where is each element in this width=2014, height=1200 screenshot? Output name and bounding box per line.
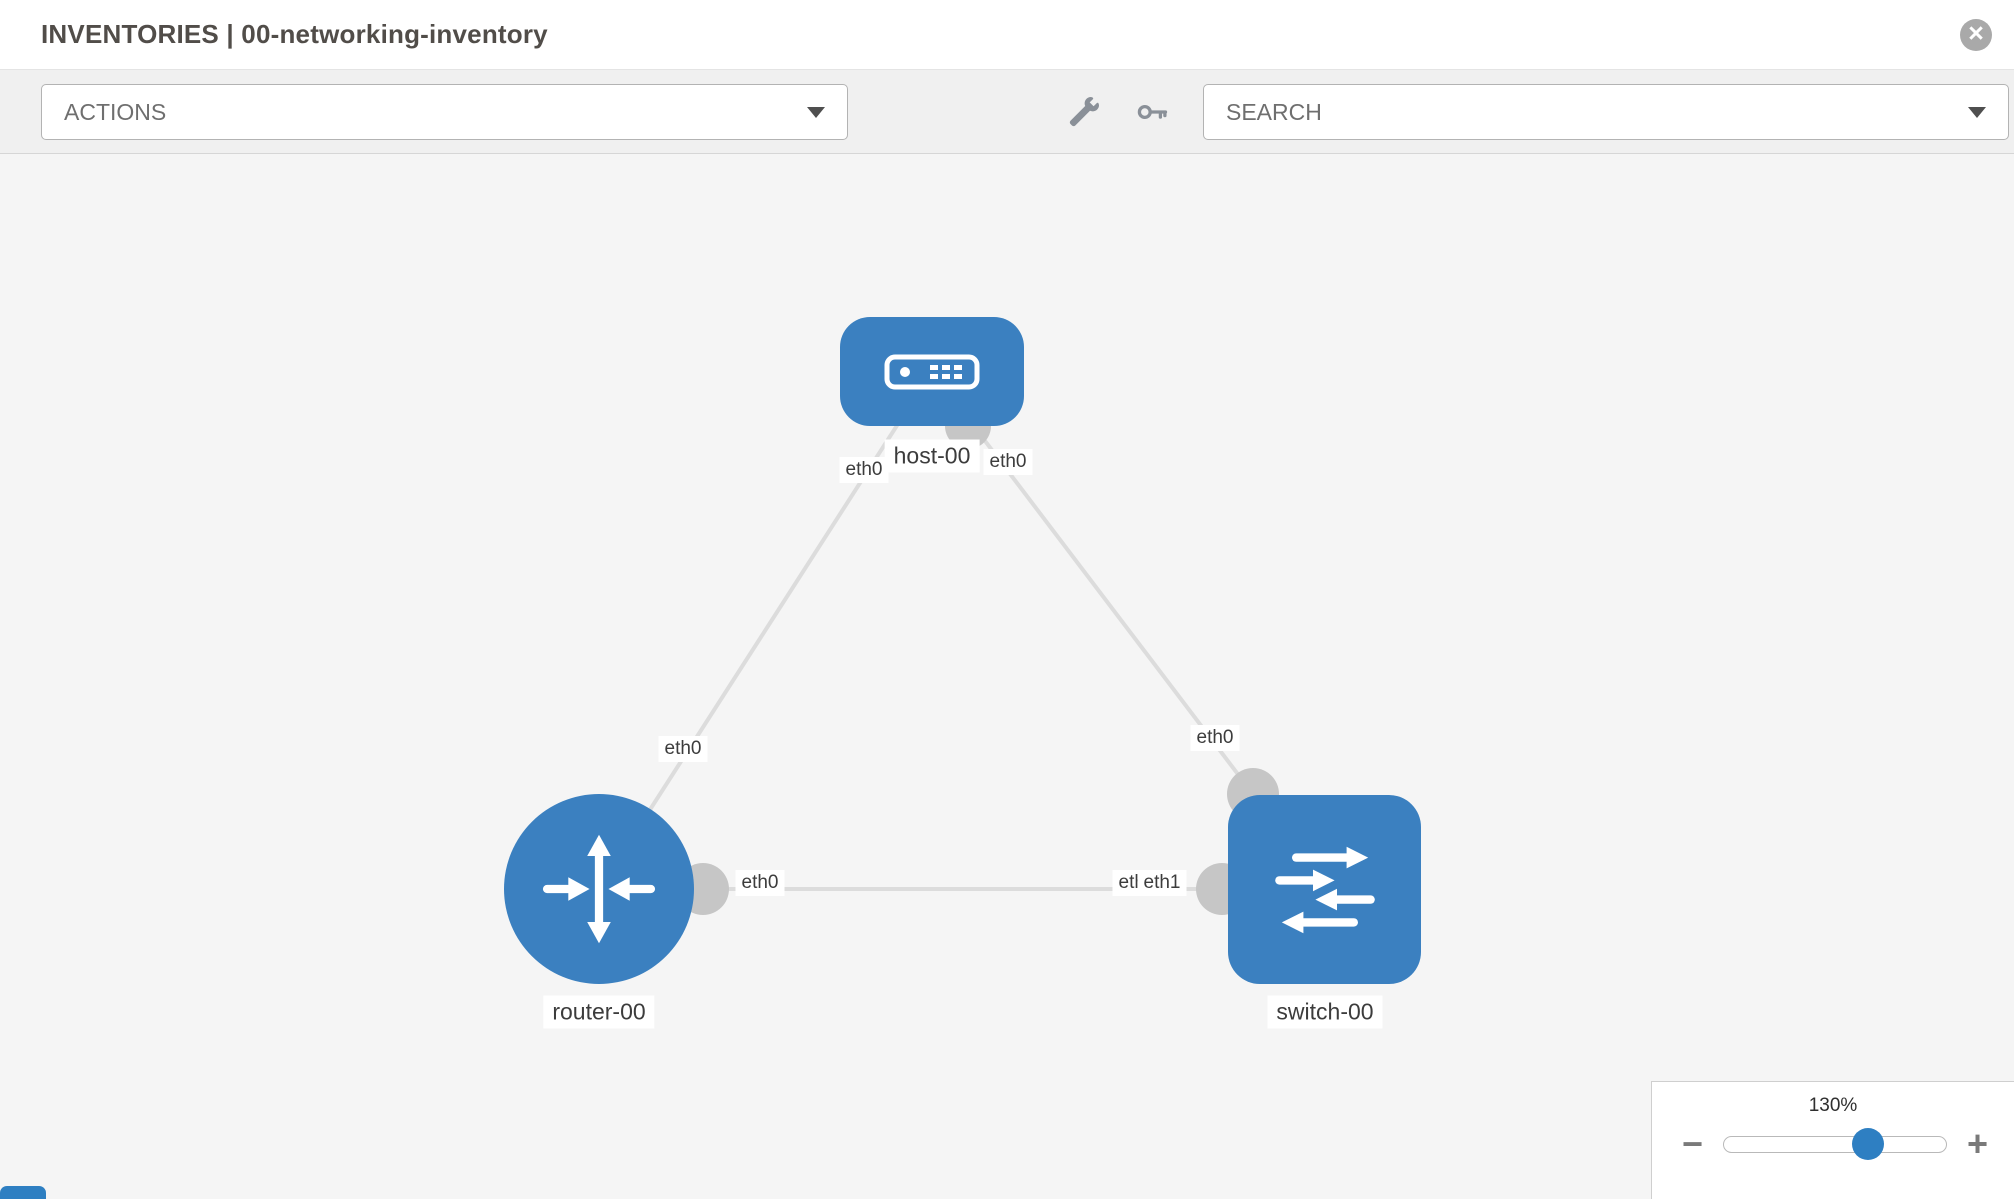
iface-label-host-to-router: eth0: [839, 457, 889, 483]
node-label-host: host-00: [884, 439, 980, 473]
close-button[interactable]: ×: [1960, 17, 1992, 51]
toolbar-icons: [1066, 70, 1170, 154]
zoom-slider-handle[interactable]: [1852, 1128, 1885, 1160]
iface-label-switch-eth1-over: eth1: [1137, 870, 1187, 896]
zoom-slider-track[interactable]: [1723, 1128, 1947, 1160]
router-icon: [542, 834, 656, 944]
toolbar: ACTIONS SEARCH: [0, 70, 2014, 154]
iface-label-router-to-host: eth0: [658, 736, 708, 762]
page-title: INVENTORIES | 00-networking-inventory: [41, 19, 548, 49]
wrench-icon[interactable]: [1066, 94, 1102, 130]
node-switch-00[interactable]: [1228, 795, 1421, 984]
zoom-out-button[interactable]: −: [1682, 1123, 1704, 1164]
node-label-switch: switch-00: [1267, 995, 1383, 1029]
key-icon[interactable]: [1134, 94, 1170, 130]
corner-chip: [0, 1186, 46, 1199]
node-host-00[interactable]: [840, 317, 1024, 426]
iface-label-router-to-switch: eth0: [735, 870, 785, 896]
host-icon: [884, 354, 980, 389]
node-label-router: router-00: [543, 995, 655, 1029]
header: INVENTORIES | 00-networking-inventory ×: [0, 0, 2014, 70]
zoom-panel: 130% − +: [1651, 1081, 2014, 1199]
switch-icon: [1274, 846, 1375, 933]
zoom-level: 130%: [1808, 1095, 1858, 1116]
node-router-00[interactable]: [504, 794, 694, 984]
close-icon: ×: [1968, 17, 1984, 48]
zoom-controls: − +: [1652, 1117, 2014, 1162]
actions-dropdown[interactable]: ACTIONS: [41, 84, 848, 140]
chevron-down-icon: [807, 106, 825, 118]
zoom-in-button[interactable]: +: [1966, 1123, 1988, 1164]
chevron-down-icon: [1968, 106, 1986, 118]
search-dropdown[interactable]: SEARCH: [1203, 84, 2009, 140]
topology-edges: [597, 369, 1327, 915]
actions-dropdown-label: ACTIONS: [64, 98, 167, 125]
search-dropdown-label: SEARCH: [1226, 98, 1322, 125]
topology-canvas[interactable]: host-00 router-00 switch-00 eth0 eth0 et…: [0, 154, 2014, 1199]
iface-label-switch-to-host: eth0: [1190, 725, 1240, 751]
iface-label-host-to-switch: eth0: [983, 449, 1033, 475]
